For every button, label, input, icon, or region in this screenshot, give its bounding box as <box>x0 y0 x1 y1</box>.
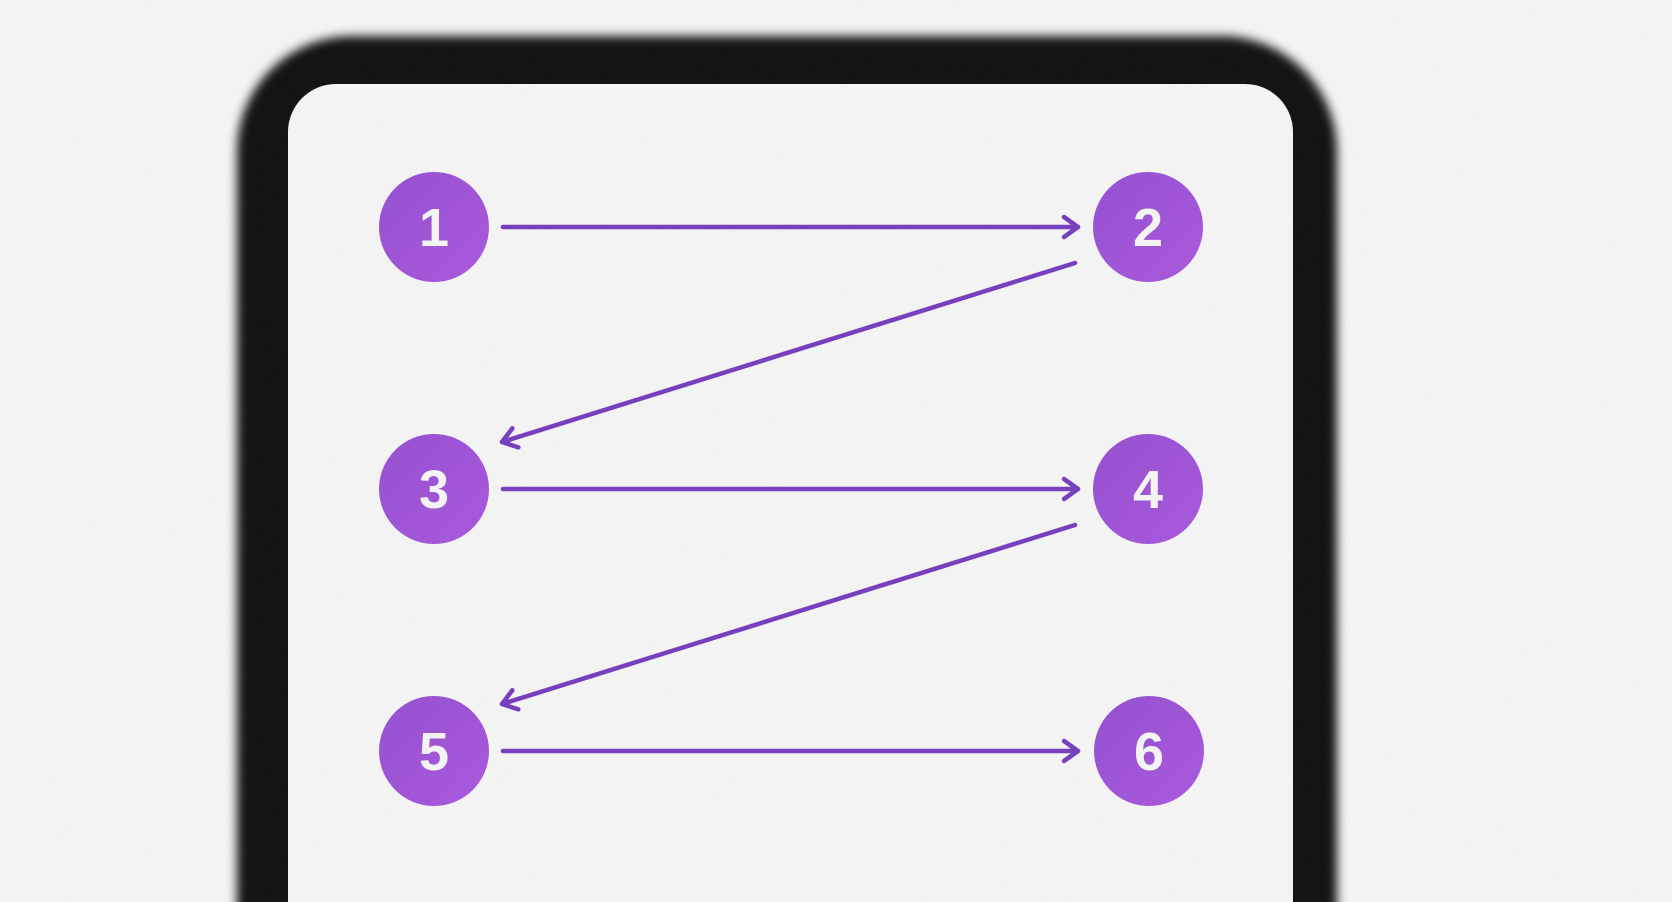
edge-2-3 <box>499 260 1078 450</box>
node-4: 4 <box>1093 434 1203 544</box>
node-6: 6 <box>1094 696 1204 806</box>
node-1: 1 <box>379 172 489 282</box>
node-2: 2 <box>1093 172 1203 282</box>
node-5: 5 <box>379 696 489 806</box>
node-1-label: 1 <box>419 198 449 258</box>
flow-diagram: 1 2 3 4 5 <box>379 172 1204 806</box>
card: 1 2 3 4 5 <box>288 84 1293 902</box>
node-3-label: 3 <box>419 460 449 520</box>
node-6-label: 6 <box>1134 722 1164 782</box>
node-2-label: 2 <box>1133 198 1163 258</box>
node-5-label: 5 <box>419 722 449 782</box>
edges <box>499 214 1081 764</box>
node-3: 3 <box>379 434 489 544</box>
edge-4-5 <box>499 522 1078 712</box>
node-4-label: 4 <box>1133 460 1163 520</box>
